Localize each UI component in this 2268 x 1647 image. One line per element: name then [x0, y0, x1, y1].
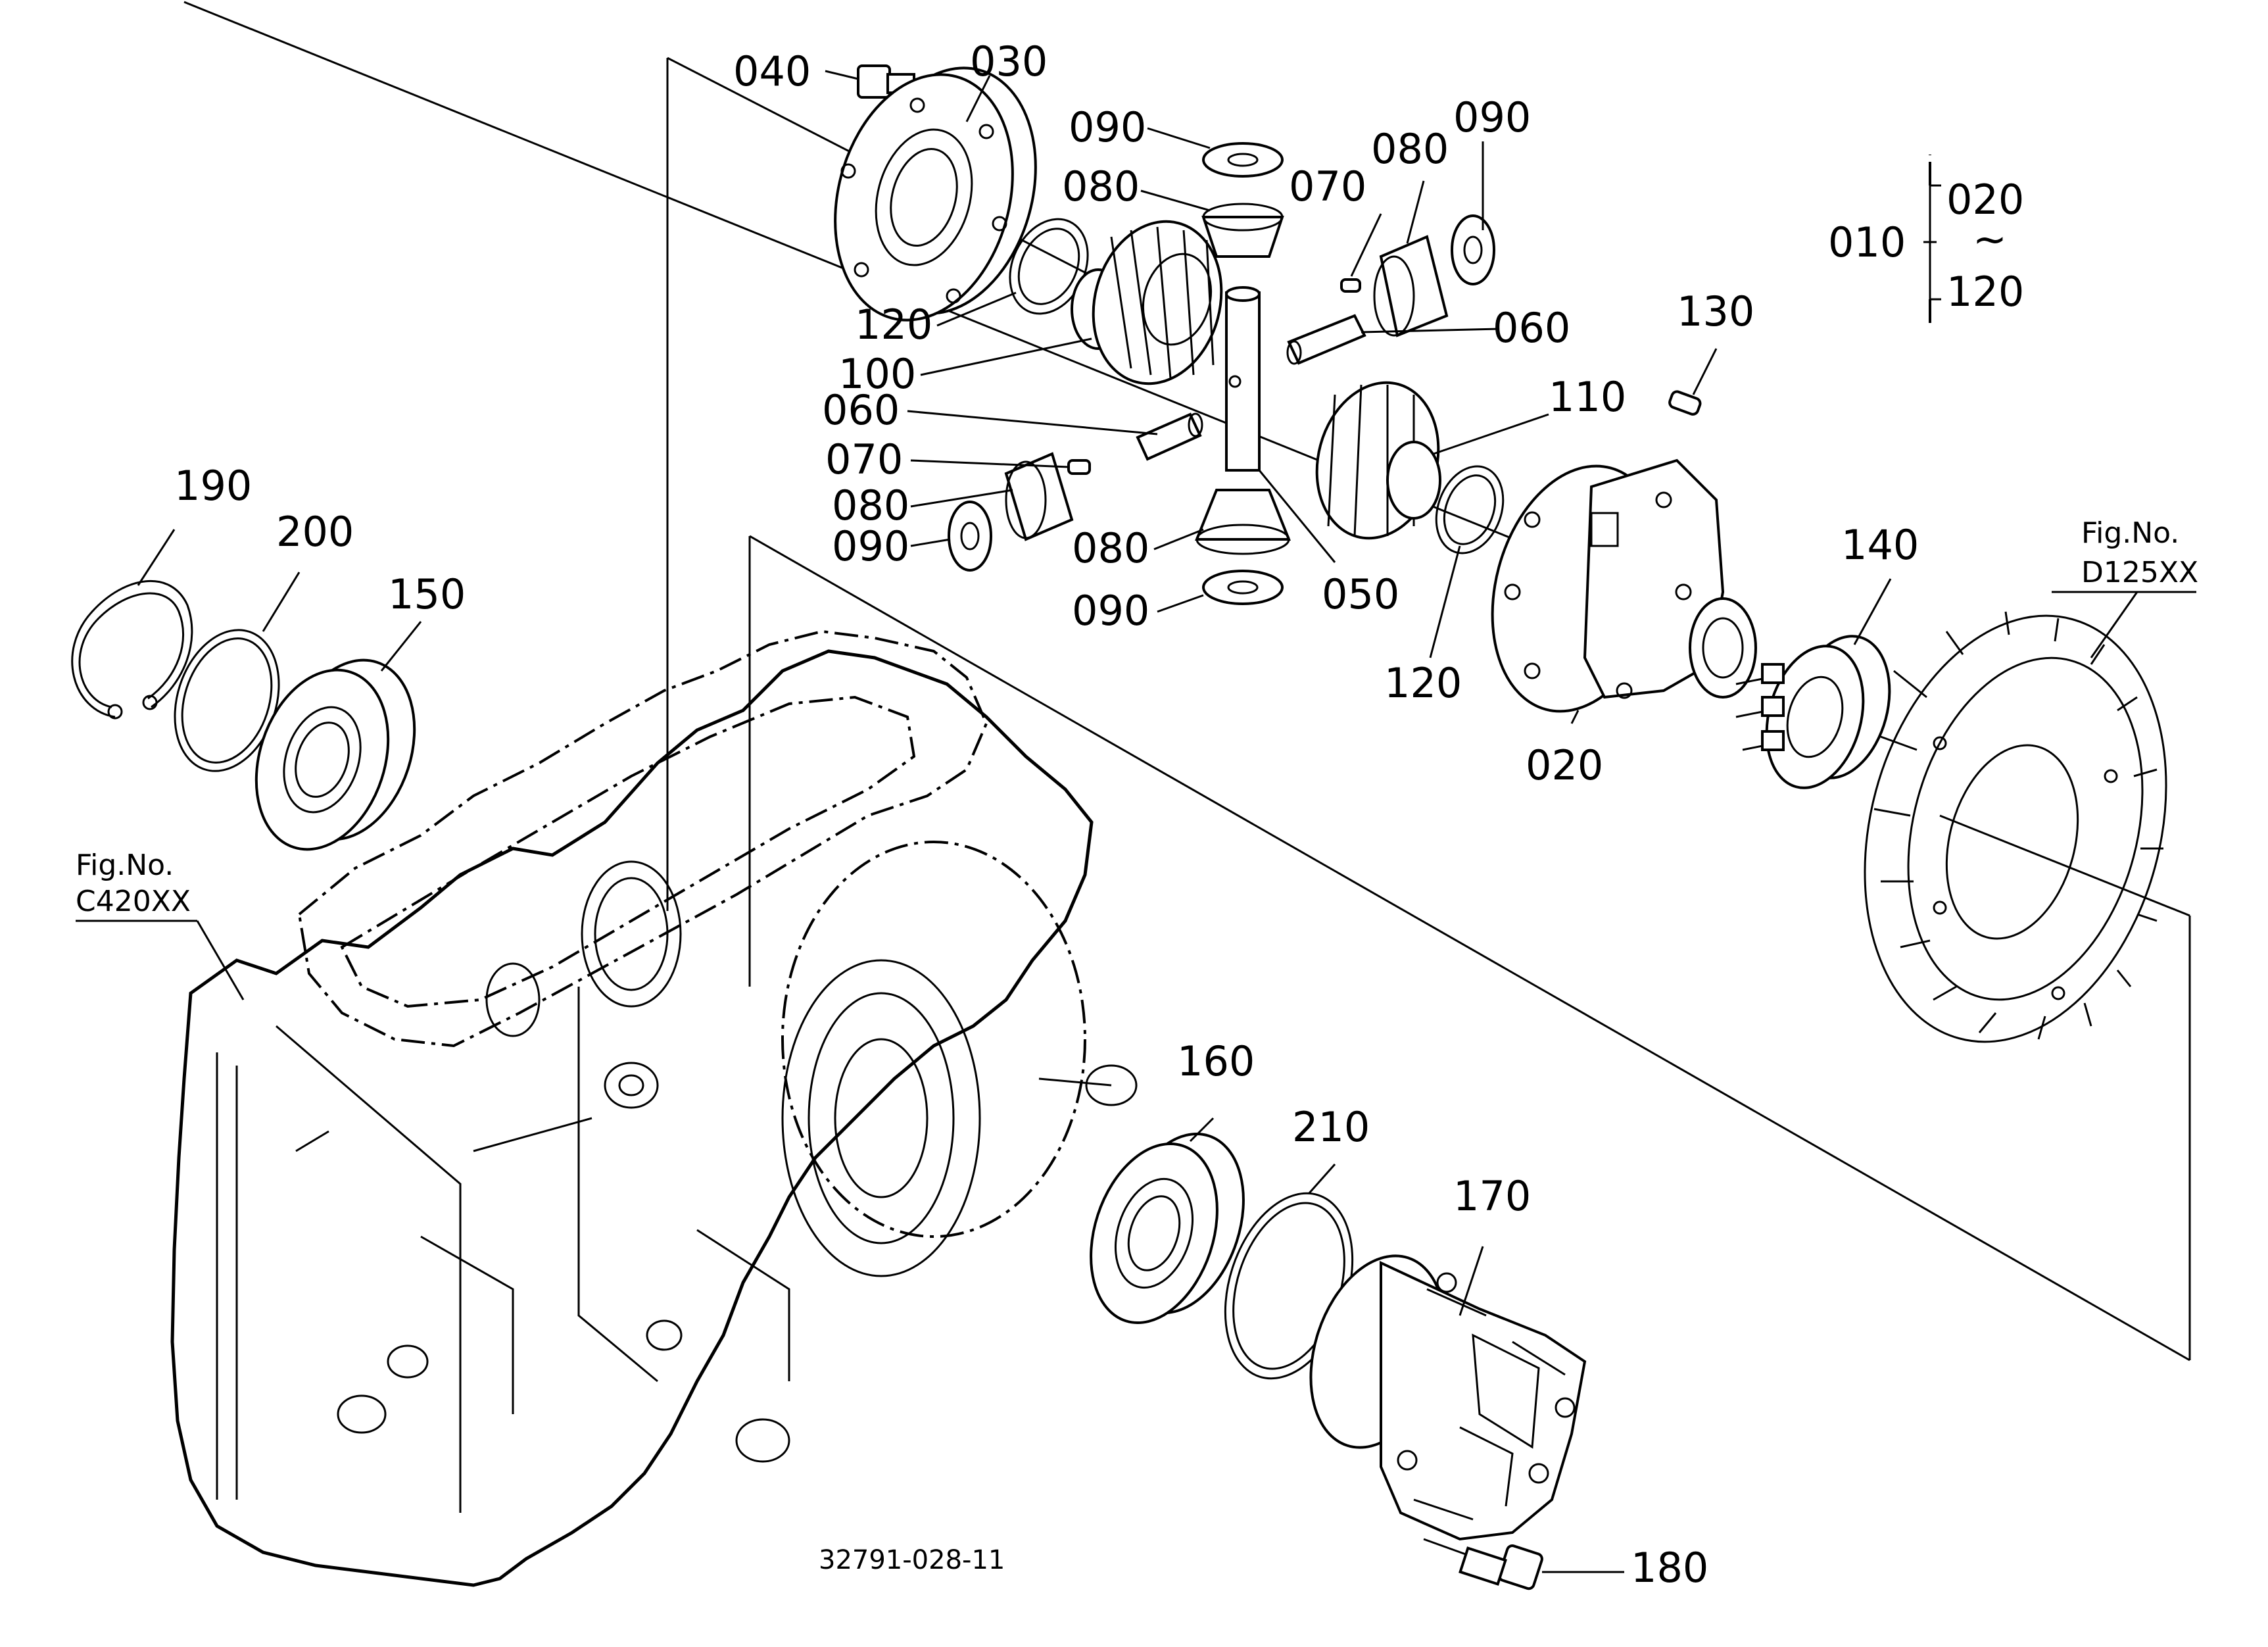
label-050: 050: [1322, 570, 1399, 618]
label-160: 160: [1177, 1037, 1255, 1085]
pinion-gear-080-right: [1373, 235, 1449, 337]
label-130: 130: [1677, 287, 1754, 335]
thrust-washer-090-bottom: [1202, 570, 1284, 605]
pinion-gear-080-bottom: [1195, 489, 1291, 555]
fig-ref-right-title: Fig.No.: [2081, 516, 2179, 550]
part-labels: 040 030 090 080 080 090 070 120 100 060 …: [76, 37, 2198, 1592]
label-090-right: 090: [1453, 93, 1531, 141]
label-010: 010: [1828, 218, 1906, 266]
fig-ref-left-title: Fig.No.: [76, 848, 174, 882]
label-090-top: 090: [1069, 103, 1146, 151]
fig-ref-right-code: D125XX: [2081, 556, 2198, 589]
bolt-180: [1423, 1538, 1543, 1590]
label-180: 180: [1631, 1544, 1708, 1592]
label-200: 200: [276, 508, 354, 556]
label-120-upper: 120: [855, 301, 932, 349]
pinion-gear-080-left: [1004, 452, 1074, 541]
assembly-bracket: [1923, 155, 1941, 326]
leader-lines: [76, 70, 2196, 1573]
shaft-060-left: [1136, 412, 1203, 461]
label-150: 150: [388, 570, 466, 618]
label-060-right: 060: [1493, 304, 1570, 352]
ring-gear: [1864, 611, 2167, 1043]
label-120-lower: 120: [1384, 659, 1462, 707]
label-140: 140: [1841, 521, 1919, 569]
label-030: 030: [970, 37, 1048, 86]
side-gear-100: [1071, 220, 1223, 385]
differential-cover-030: [834, 66, 1037, 322]
label-090-left: 090: [832, 522, 909, 570]
transmission-case: [170, 629, 1138, 1587]
label-040: 040: [733, 47, 811, 95]
label-100: 100: [838, 350, 916, 398]
label-080-left: 080: [832, 481, 909, 529]
label-020: 020: [1526, 741, 1603, 789]
shim-120-lower: [1435, 465, 1505, 554]
label-090-bottom: 090: [1072, 587, 1149, 635]
differential-case-020: [1491, 458, 1757, 713]
label-080-top: 080: [1062, 162, 1140, 210]
label-190: 190: [174, 462, 252, 510]
label-080-bottom: 080: [1072, 524, 1149, 572]
label-070-right: 070: [1289, 162, 1366, 210]
bearing-150: [254, 658, 416, 851]
pin-130: [1668, 390, 1702, 416]
label-070-left: 070: [825, 435, 903, 483]
label-060-left: 060: [822, 386, 900, 434]
retaining-ring-190: [71, 579, 193, 720]
pinion-gear-080-top: [1201, 203, 1284, 258]
label-assembly-tilde: ~: [1973, 215, 2007, 263]
thrust-washer-090-top: [1202, 142, 1284, 178]
pin-070-right: [1340, 278, 1361, 293]
label-080-right: 080: [1371, 125, 1449, 173]
thrust-washer-090-right: [1451, 214, 1495, 285]
side-gear-110: [1315, 381, 1441, 540]
cover-170: [1309, 1254, 1587, 1541]
thrust-washer-090-left: [948, 501, 992, 572]
shaft-060-right: [1286, 314, 1366, 365]
pinion-shaft-050: [1225, 286, 1261, 472]
pin-070-left: [1067, 459, 1091, 475]
fig-ref-left-code: C420XX: [76, 885, 191, 918]
bearing-160: [1090, 1132, 1245, 1325]
label-210: 210: [1292, 1103, 1370, 1151]
label-assembly-from: 020: [1946, 176, 2024, 224]
bearing-140: [1735, 635, 1891, 789]
label-110: 110: [1549, 373, 1626, 421]
label-assembly-to: 120: [1946, 268, 2024, 316]
label-170: 170: [1453, 1172, 1531, 1220]
diagram-code: 32791-028-11: [819, 1545, 1005, 1575]
